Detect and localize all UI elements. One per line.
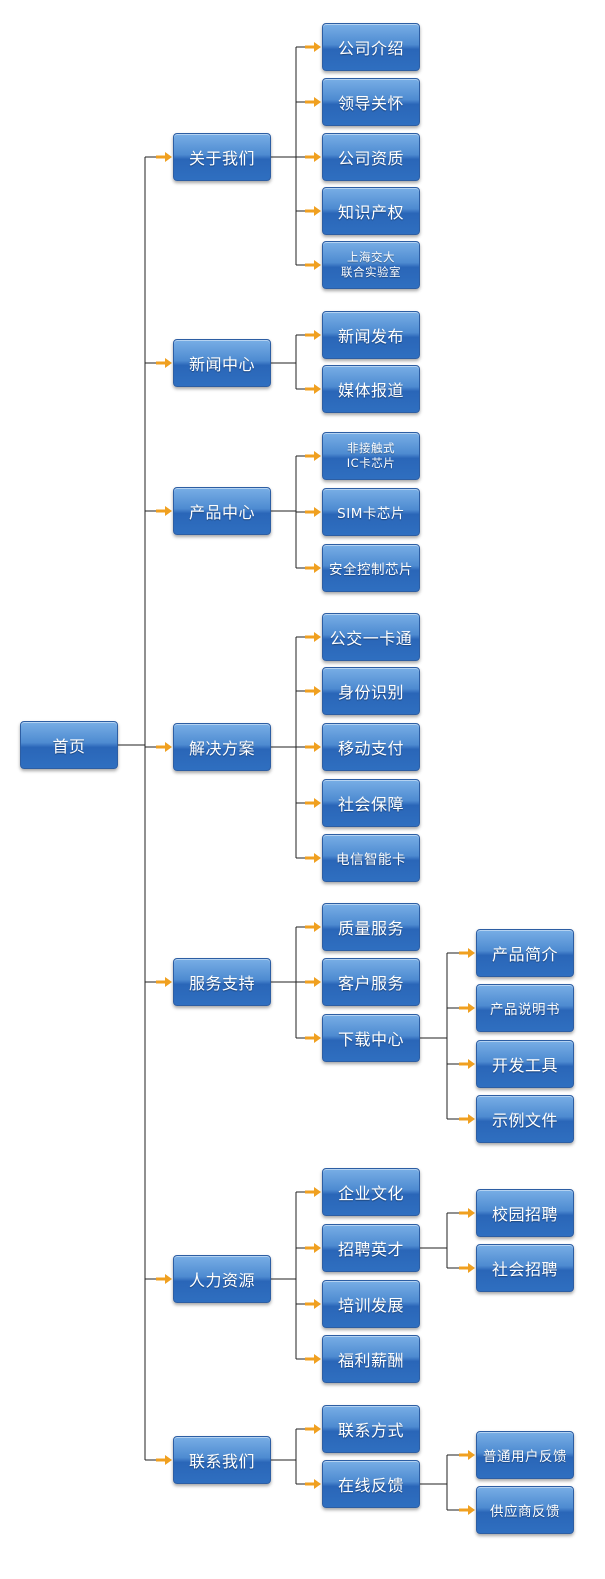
page-node-公交一卡通[interactable]: 公交一卡通	[322, 613, 420, 661]
arrow-icon	[156, 506, 172, 516]
section-node-联系我们[interactable]: 联系我们	[173, 1436, 271, 1484]
arrow-icon	[305, 977, 321, 987]
page-node-福利薪酬[interactable]: 福利薪酬	[322, 1335, 420, 1383]
arrow-icon	[305, 384, 321, 394]
arrow-icon	[156, 742, 172, 752]
arrow-icon	[305, 798, 321, 808]
page-node-上海交大-联合实验室[interactable]: 上海交大联合实验室	[322, 241, 420, 289]
section-node-产品中心[interactable]: 产品中心	[173, 487, 271, 535]
arrow-icon	[459, 948, 475, 958]
arrow-icon	[459, 1114, 475, 1124]
page-node-电信智能卡[interactable]: 电信智能卡	[322, 834, 420, 882]
arrow-icon	[156, 152, 172, 162]
arrow-icon	[156, 1274, 172, 1284]
arrow-icon	[305, 206, 321, 216]
section-node-解决方案[interactable]: 解决方案	[173, 723, 271, 771]
arrow-icon	[459, 1003, 475, 1013]
section-node-服务支持[interactable]: 服务支持	[173, 958, 271, 1006]
subpage-node-供应商反馈[interactable]: 供应商反馈	[476, 1486, 574, 1534]
arrow-icon	[305, 563, 321, 573]
page-node-招聘英才[interactable]: 招聘英才	[322, 1224, 420, 1272]
arrow-icon	[305, 1033, 321, 1043]
arrow-icon	[156, 358, 172, 368]
page-node-下载中心[interactable]: 下载中心	[322, 1014, 420, 1062]
page-node-社会保障[interactable]: 社会保障	[322, 779, 420, 827]
arrow-icon	[459, 1059, 475, 1069]
arrow-icon	[459, 1208, 475, 1218]
arrow-icon	[305, 152, 321, 162]
arrow-icon	[305, 97, 321, 107]
arrow-icon	[305, 922, 321, 932]
page-node-公司介绍[interactable]: 公司介绍	[322, 23, 420, 71]
arrow-icon	[305, 632, 321, 642]
arrow-icon	[305, 451, 321, 461]
subpage-node-开发工具[interactable]: 开发工具	[476, 1040, 574, 1088]
arrow-icon	[305, 686, 321, 696]
node-label-line: 非接触式	[347, 441, 395, 455]
page-node-移动支付[interactable]: 移动支付	[322, 723, 420, 771]
page-node-质量服务[interactable]: 质量服务	[322, 903, 420, 951]
arrow-icon	[305, 1243, 321, 1253]
subpage-node-产品简介[interactable]: 产品简介	[476, 929, 574, 977]
subpage-node-产品说明书[interactable]: 产品说明书	[476, 984, 574, 1032]
arrow-icon	[459, 1505, 475, 1515]
page-node-身份识别[interactable]: 身份识别	[322, 667, 420, 715]
page-node-SIM卡芯片[interactable]: SIM卡芯片	[322, 488, 420, 536]
arrow-icon	[305, 1479, 321, 1489]
page-node-在线反馈[interactable]: 在线反馈	[322, 1460, 420, 1508]
arrow-icon	[305, 1354, 321, 1364]
page-node-知识产权[interactable]: 知识产权	[322, 187, 420, 235]
page-node-新闻发布[interactable]: 新闻发布	[322, 311, 420, 359]
arrow-icon	[305, 1299, 321, 1309]
subpage-node-社会招聘[interactable]: 社会招聘	[476, 1244, 574, 1292]
arrow-icon	[305, 330, 321, 340]
root-node-home[interactable]: 首页	[20, 721, 118, 769]
section-node-关于我们[interactable]: 关于我们	[173, 133, 271, 181]
arrow-icon	[305, 260, 321, 270]
arrow-icon	[305, 742, 321, 752]
arrow-icon	[305, 42, 321, 52]
subpage-node-校园招聘[interactable]: 校园招聘	[476, 1189, 574, 1237]
page-node-媒体报道[interactable]: 媒体报道	[322, 365, 420, 413]
arrow-icon	[459, 1263, 475, 1273]
section-node-人力资源[interactable]: 人力资源	[173, 1255, 271, 1303]
arrow-icon	[156, 977, 172, 987]
node-label-line: IC卡芯片	[346, 456, 396, 470]
page-node-联系方式[interactable]: 联系方式	[322, 1405, 420, 1453]
page-node-领导关怀[interactable]: 领导关怀	[322, 78, 420, 126]
arrow-icon	[459, 1450, 475, 1460]
page-node-企业文化[interactable]: 企业文化	[322, 1168, 420, 1216]
page-node-安全控制芯片[interactable]: 安全控制芯片	[322, 544, 420, 592]
subpage-node-普通用户反馈[interactable]: 普通用户反馈	[476, 1431, 574, 1479]
node-label-line: 联合实验室	[341, 265, 401, 279]
page-node-客户服务[interactable]: 客户服务	[322, 958, 420, 1006]
arrow-icon	[305, 853, 321, 863]
arrow-icon	[305, 1424, 321, 1434]
subpage-node-示例文件[interactable]: 示例文件	[476, 1095, 574, 1143]
section-node-新闻中心[interactable]: 新闻中心	[173, 339, 271, 387]
arrow-icon	[305, 1187, 321, 1197]
arrow-icon	[156, 1455, 172, 1465]
page-node-公司资质[interactable]: 公司资质	[322, 133, 420, 181]
page-node-培训发展[interactable]: 培训发展	[322, 1280, 420, 1328]
arrow-icon	[305, 507, 321, 517]
node-label-line: 上海交大	[347, 250, 395, 264]
